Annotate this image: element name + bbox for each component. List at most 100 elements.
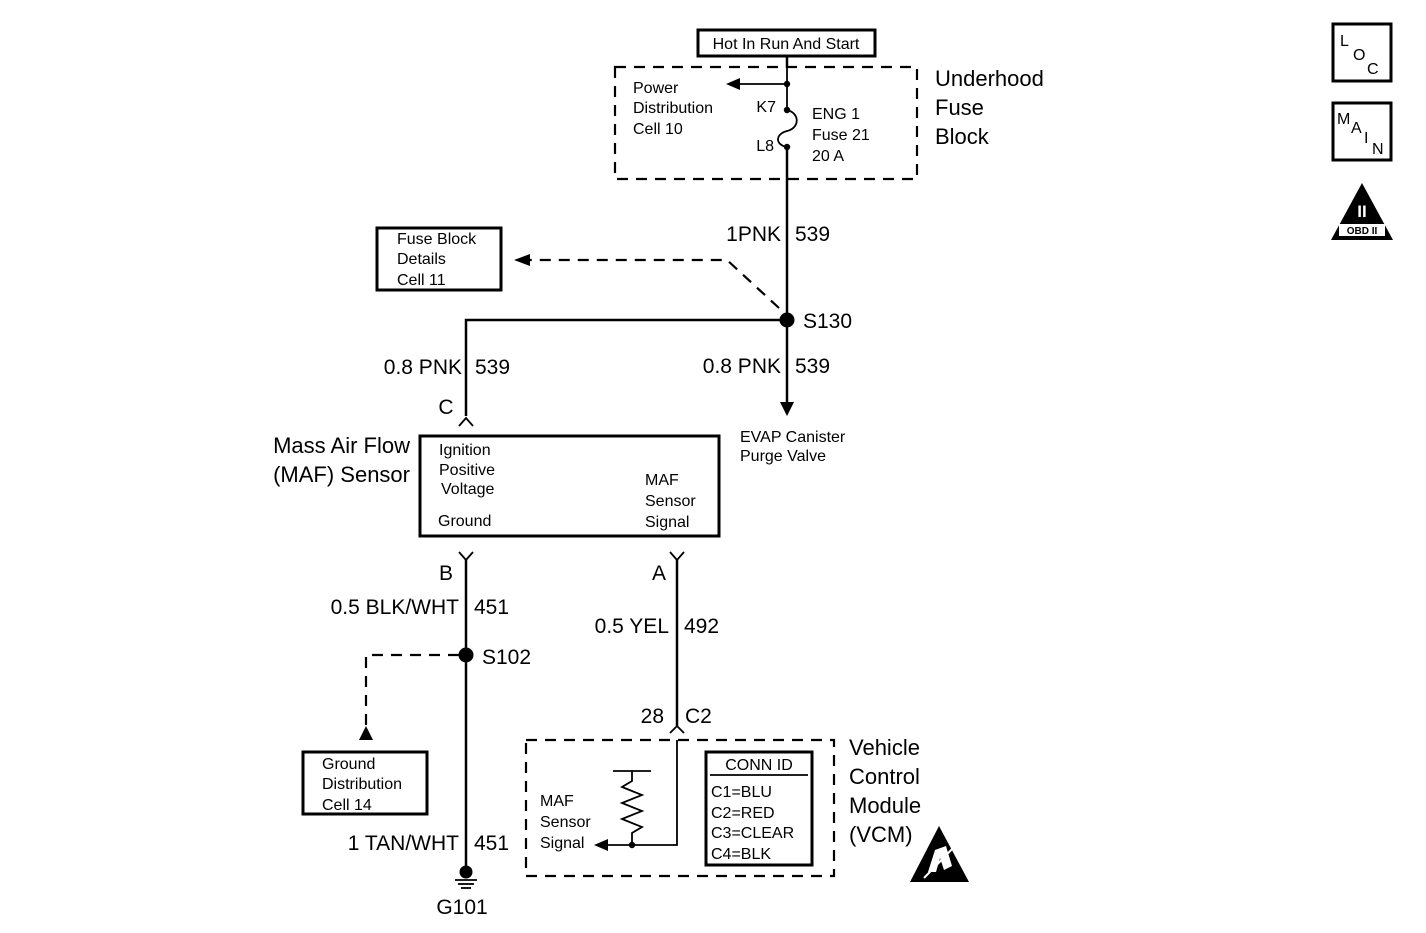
vcm-title: Vehicle Control Module (VCM) [849, 735, 921, 847]
ground-ref-line: Distribution [322, 776, 402, 793]
conn-id-table: CONN ID C1=BLU C2=RED C3=CLEAR C4=BLK [704, 750, 814, 867]
maf-feed-color-label: 0.8 PNK [384, 356, 462, 379]
splice-s102-label: S102 [482, 646, 531, 669]
supply-label-box [696, 28, 877, 58]
loc-letter: C [1367, 61, 1379, 78]
maf-signal-circuit-label: 492 [684, 615, 719, 638]
vcm-outline [524, 738, 836, 878]
power-ref-line: Distribution [633, 100, 713, 117]
arrow-down-icon [780, 402, 794, 416]
esd-warning-icon [910, 826, 969, 882]
maf-sensor-title: Mass Air Flow (MAF) Sensor [273, 433, 410, 487]
maf-ignition-line: Positive [439, 462, 495, 479]
maf-feed-circuit-label: 539 [475, 356, 510, 379]
main-letter: A [1351, 120, 1362, 137]
ground-g101-label: G101 [436, 896, 487, 919]
splice-s130-label: S130 [803, 310, 852, 333]
vcm-title-line: Control [849, 764, 920, 789]
fuse-block-ref-dashed-line [530, 258, 780, 309]
ground-main-color-label: 1 TAN/WHT [348, 832, 459, 855]
ground-ref-line: Ground [322, 756, 375, 773]
main-icon[interactable]: M A I N [1331, 101, 1393, 162]
maf-signal-line: MAF [645, 472, 679, 489]
loc-letter: O [1353, 47, 1365, 64]
maf-ground-color-label: 0.5 BLK/WHT [331, 596, 460, 619]
conn-id-row: C3=CLEAR [711, 825, 794, 842]
power-ref-line: Power [633, 80, 679, 97]
conn-id-title: CONN ID [725, 757, 793, 774]
conn-id-row: C2=RED [711, 805, 775, 822]
connector-pin-b-icon [458, 551, 474, 562]
obd-numeral: II [1357, 202, 1366, 221]
maf-ground-label: Ground [438, 513, 491, 530]
power-distribution-ref[interactable]: Power Distribution Cell 10 [633, 80, 713, 138]
maf-pin-c-label: C [438, 396, 453, 419]
maf-ignition-line: Ignition [439, 442, 491, 459]
obd-ii-icon[interactable]: II OBD II [1331, 183, 1393, 240]
vcm-title-line: Vehicle [849, 735, 920, 760]
conn-id-row: C4=BLK [711, 846, 771, 863]
arrow-up-icon [359, 726, 373, 740]
vcm-title-line: (VCM) [849, 822, 913, 847]
underhood-title-line: Fuse [935, 95, 984, 120]
arrow-left-icon [514, 254, 530, 266]
resistor-node [628, 841, 636, 849]
power-ref-line: Cell 10 [633, 121, 683, 138]
evap-canister-purge-valve-ref[interactable]: EVAP Canister Purge Valve [740, 429, 846, 465]
vcm-internal-wire [606, 740, 678, 846]
evap-line: EVAP Canister [740, 429, 846, 446]
underhood-title-line: Underhood [935, 66, 1044, 91]
maf-sensor-box [418, 434, 721, 538]
main-feed-color-label: 1PNK [726, 223, 781, 246]
maf-ground-circuit-label: 451 [474, 596, 509, 619]
fuse-icon [777, 109, 798, 148]
maf-title-line: Mass Air Flow [273, 433, 410, 458]
loc-letter: L [1340, 33, 1349, 50]
maf-ignition-line: Voltage [441, 481, 494, 498]
ground-icon [455, 865, 477, 889]
pin-k7-label: K7 [756, 99, 776, 116]
maf-signal-line: Signal [645, 514, 689, 531]
fuse-block-ref-line: Fuse Block [397, 231, 477, 248]
connector-pin-c-icon [458, 416, 474, 427]
supply-label: Hot In Run And Start [713, 36, 860, 53]
ground-distribution-ref-box[interactable] [301, 750, 429, 816]
arrow-left-icon [594, 839, 608, 851]
connector-pin-a-icon [669, 551, 685, 562]
underhood-title-line: Block [935, 124, 990, 149]
fuse-block-ref-line: Details [397, 251, 446, 268]
maf-feed-wire [464, 318, 787, 416]
conn-id-row: C1=BLU [711, 784, 772, 801]
vcm-signal-line: MAF [540, 793, 574, 810]
vcm-signal-line: Signal [540, 835, 584, 852]
pin-l8-label: L8 [756, 138, 774, 155]
fuse-line: Fuse 21 [812, 127, 870, 144]
evap-feed-color-label: 0.8 PNK [703, 355, 781, 378]
evap-line: Purge Valve [740, 448, 826, 465]
vcm-connector-label: C2 [685, 705, 712, 728]
fuse-rating-label: ENG 1 Fuse 21 20 A [812, 106, 870, 165]
vcm-pin-label: 28 [641, 705, 664, 728]
obd-label: OBD II [1347, 226, 1378, 237]
maf-pin-a-label: A [652, 562, 666, 585]
splice-s102 [458, 647, 474, 663]
evap-feed-circuit-label: 539 [795, 355, 830, 378]
maf-title-line: (MAF) Sensor [273, 462, 410, 487]
resistor-icon [619, 771, 645, 845]
main-letter: N [1372, 141, 1384, 158]
maf-signal-color-label: 0.5 YEL [595, 615, 669, 638]
ground-ref-line: Cell 14 [322, 797, 372, 814]
loc-icon[interactable]: L O C [1331, 22, 1393, 83]
fuse-line: ENG 1 [812, 106, 860, 123]
vcm-signal-line: Sensor [540, 814, 591, 831]
maf-signal-line: Sensor [645, 493, 696, 510]
connector-pin-28-icon [669, 724, 685, 734]
ground-main-circuit-label: 451 [474, 832, 509, 855]
maf-pin-b-label: B [439, 562, 453, 585]
arrow-left-icon [726, 78, 740, 90]
main-feed-circuit-label: 539 [795, 223, 830, 246]
fuse-block-details-ref-box[interactable] [375, 226, 503, 292]
underhood-fuse-block-title: Underhood Fuse Block [935, 66, 1044, 149]
vcm-title-line: Module [849, 793, 921, 818]
